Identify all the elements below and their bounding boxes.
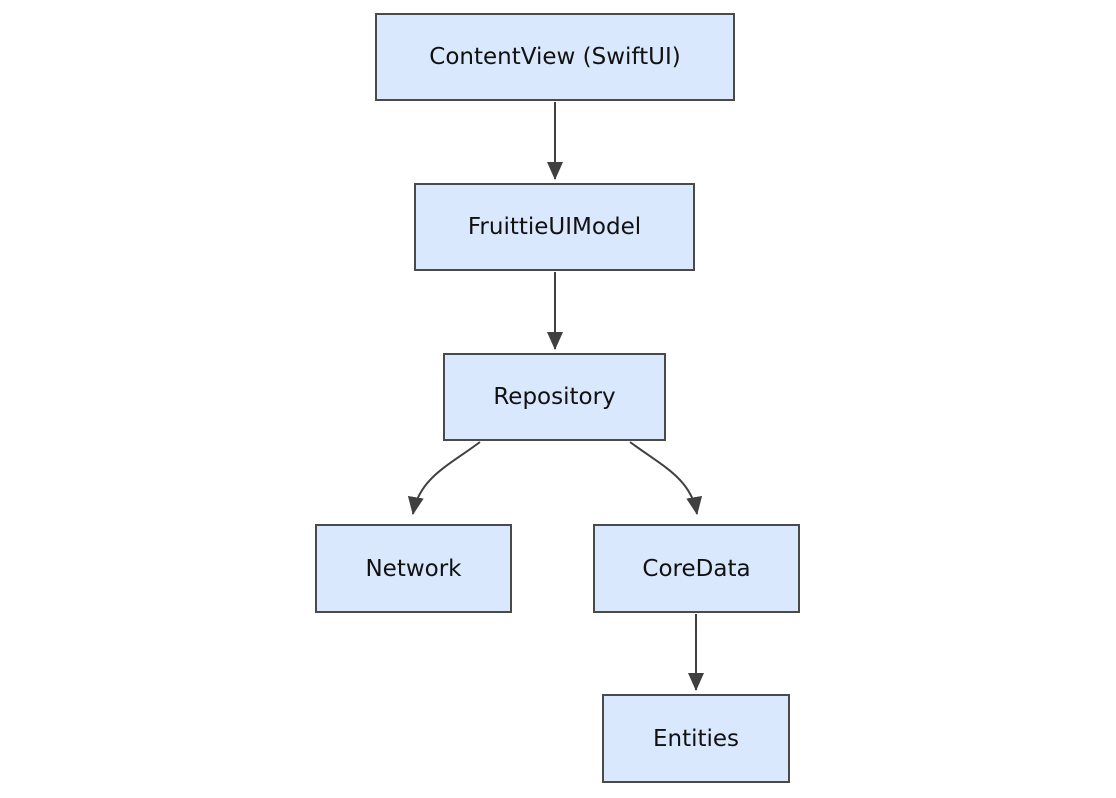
node-repository: Repository — [443, 353, 666, 441]
node-network: Network — [315, 524, 512, 613]
node-repository-label: Repository — [493, 384, 616, 410]
node-contentview-label: ContentView (SwiftUI) — [429, 44, 681, 70]
edge-repository-to-network — [407, 441, 481, 515]
node-contentview: ContentView (SwiftUI) — [375, 13, 735, 101]
node-entities-label: Entities — [652, 725, 740, 752]
node-fruittieuimodel: FruittieUIModel — [414, 183, 695, 271]
node-entities: Entities — [602, 694, 790, 783]
node-network-label: Network — [365, 555, 462, 582]
node-fruittieuimodel-label: FruittieUIModel — [467, 214, 642, 240]
node-coredata-label: CoreData — [642, 555, 751, 582]
edge-repository-to-coredata — [629, 441, 703, 515]
node-coredata: CoreData — [593, 524, 800, 613]
